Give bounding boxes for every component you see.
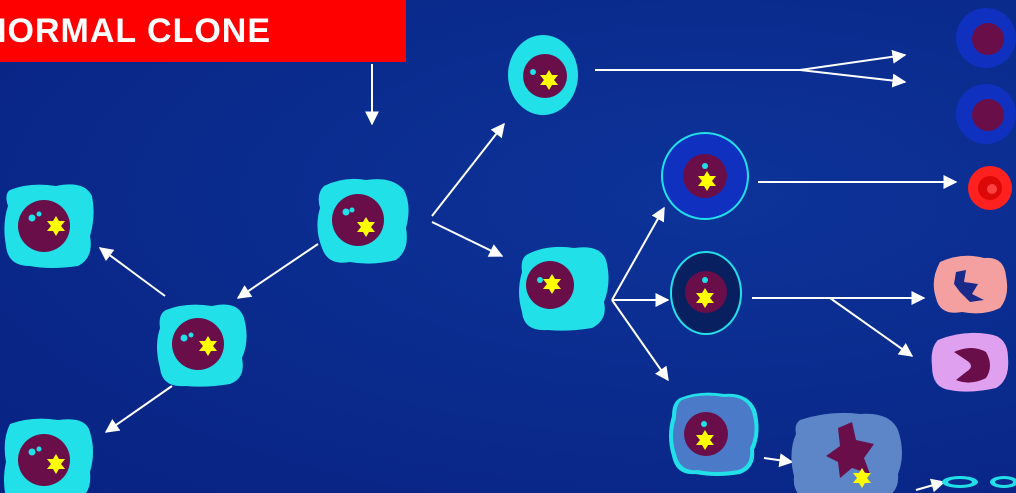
arrow-center-to-mid [236, 243, 319, 299]
nucleus-icon [172, 318, 224, 370]
nucleus-icon [18, 434, 70, 486]
myeloblast [670, 251, 742, 335]
arrow-upper-fork-a [799, 49, 907, 71]
erythroblast [661, 132, 749, 220]
arrow-center-to-upper [431, 122, 505, 217]
arrow-center-to-progenitor [431, 221, 504, 257]
title-text: NORMAL CLONE [0, 12, 272, 50]
platelet-icon [942, 476, 1016, 488]
erythroblast-icon-late [956, 84, 1016, 144]
nucleus-icon [18, 200, 70, 252]
progenitor-upper [508, 35, 578, 115]
arrow-mid-to-left-bottom [104, 385, 173, 433]
arrow-upper-fork-b [799, 69, 907, 88]
monocyte-icon [931, 332, 1009, 392]
arrow-myeloblast-to-monocyte [829, 297, 914, 357]
title-banner: NORMAL CLONE [0, 0, 406, 62]
megakaryocyte-icon [791, 412, 902, 493]
stem-cell-center [317, 178, 409, 264]
granulocyte-icon [933, 255, 1008, 314]
arrow-megakaryocyte-to-platelets [915, 478, 946, 493]
progenitor-middle [519, 246, 609, 331]
megakaryoblast [669, 392, 759, 476]
nucleus-icon [332, 194, 384, 246]
stem-cell-left-bottom [4, 418, 93, 493]
erythroblast-icon [956, 8, 1016, 68]
arrow-prog-to-erythroblast [611, 206, 665, 301]
arrow-prog-to-megablast [611, 299, 669, 382]
stem-cell-mid [157, 304, 247, 387]
arrow-mid-to-left-top [98, 247, 166, 297]
red-blood-cell-icon [968, 166, 1012, 210]
stem-cell-left-top [4, 184, 94, 268]
arrow-megablast-to-megakaryocyte [763, 453, 794, 468]
